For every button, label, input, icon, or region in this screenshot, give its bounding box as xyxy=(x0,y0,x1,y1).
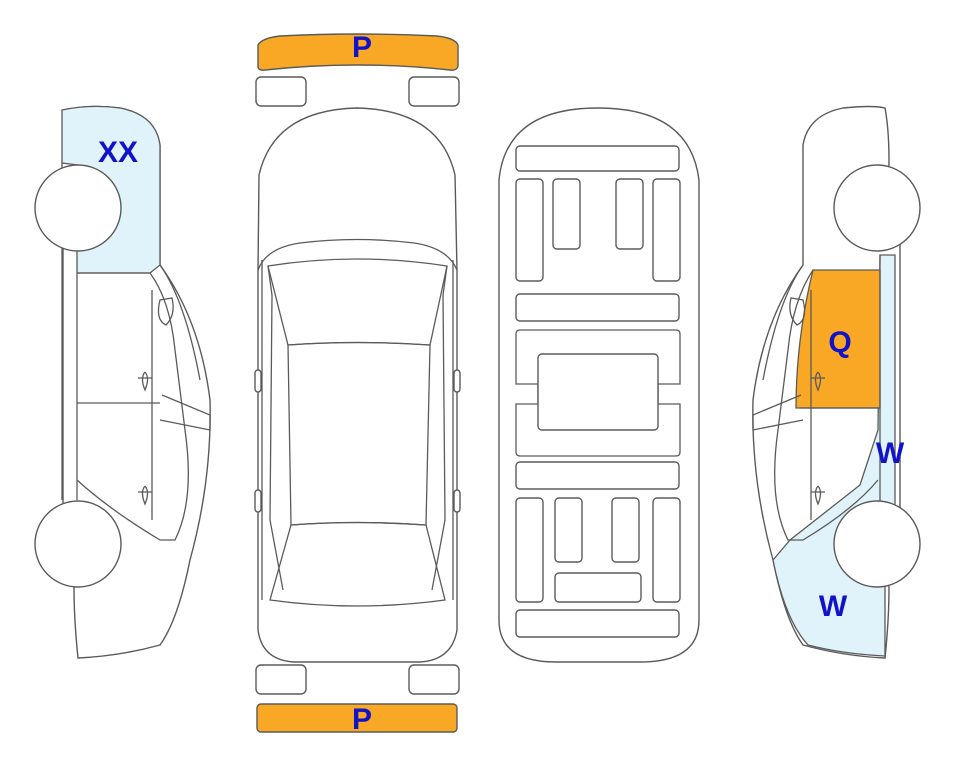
car-underbody-view xyxy=(498,107,700,663)
right-front-wheel xyxy=(833,164,921,252)
left-front-wheel xyxy=(34,164,122,252)
front-left-light xyxy=(255,76,307,107)
car-left-side-view xyxy=(34,105,211,659)
label-left-front-fender: XX xyxy=(98,136,138,169)
car-top-view xyxy=(254,33,461,733)
label-front-bumper: P xyxy=(352,31,372,64)
front-right-light xyxy=(408,76,460,107)
label-rear-bumper: P xyxy=(352,703,372,736)
top-body-outline xyxy=(257,107,458,663)
rear-left-light xyxy=(255,664,307,695)
car-right-side-view xyxy=(752,105,921,659)
rear-bumper-panel[interactable] xyxy=(256,703,458,733)
label-right-rear-fender: W xyxy=(819,590,848,623)
front-bumper-panel[interactable] xyxy=(257,33,459,71)
label-right-rear-quarter: W xyxy=(876,437,905,470)
right-rear-wheel xyxy=(833,500,921,588)
label-right-front-door: Q xyxy=(828,326,851,359)
left-rear-wheel xyxy=(34,500,122,588)
rear-right-light xyxy=(408,664,460,695)
